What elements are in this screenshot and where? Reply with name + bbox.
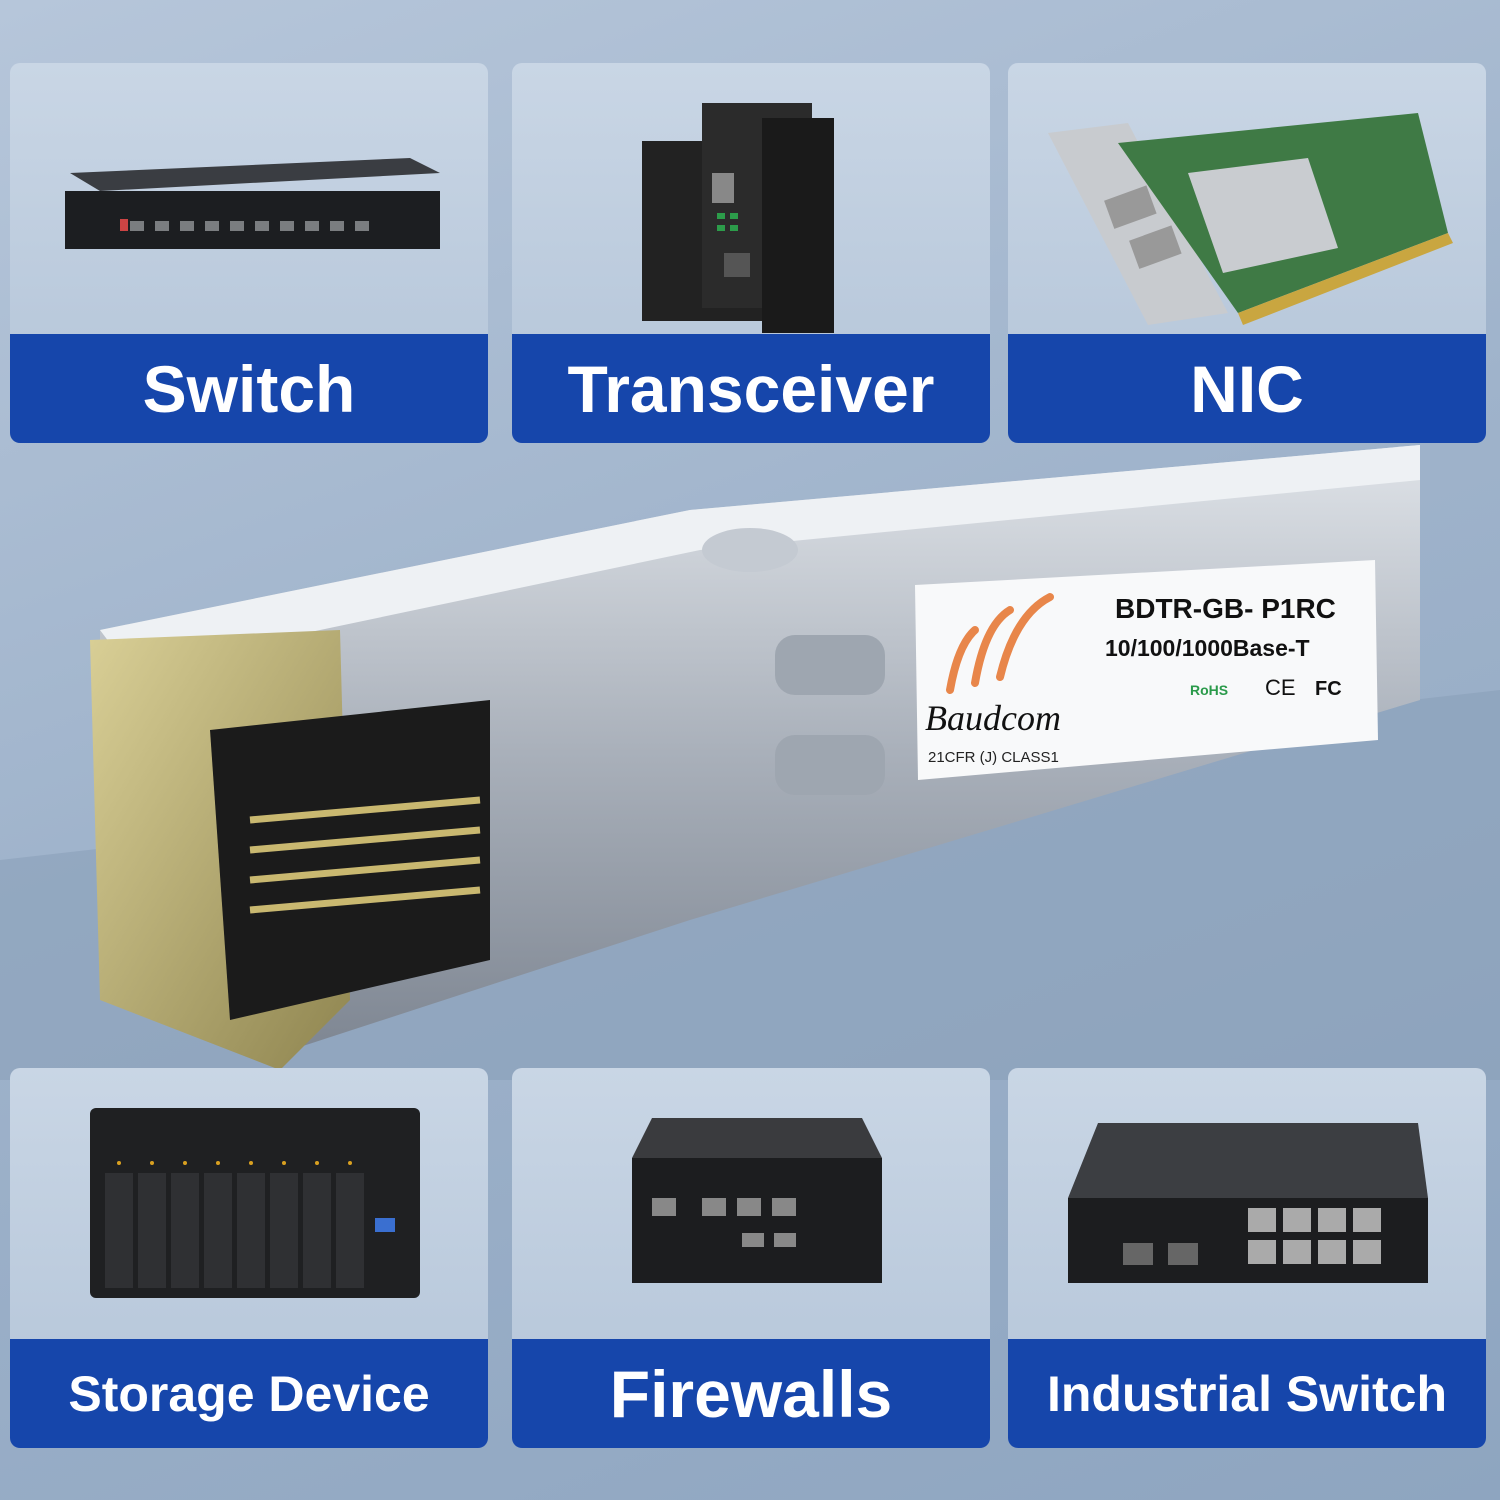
media-converter-icon — [642, 103, 834, 333]
rohs-mark: RoHS — [1190, 682, 1228, 698]
model-text: BDTR-GB- P1RC — [1115, 593, 1336, 624]
sfp-module-image: Baudcom BDTR-GB- P1RC 10/100/1000Base-T … — [0, 445, 1500, 1080]
fcc-mark: FC — [1315, 678, 1342, 700]
ce-mark: CE — [1265, 675, 1296, 700]
category-label: Industrial Switch — [1008, 1339, 1486, 1448]
category-card-transceiver: Transceiver — [512, 63, 990, 443]
speed-text: 10/100/1000Base-T — [1105, 635, 1310, 661]
laser-class-text: 21CFR (J) CLASS1 — [928, 749, 1059, 766]
category-card-storage-device: Storage Device — [10, 1068, 488, 1448]
category-card-switch: Switch — [10, 63, 488, 443]
category-label: Storage Device — [10, 1339, 488, 1448]
category-label: NIC — [1008, 334, 1486, 443]
brand-text: Baudcom — [925, 698, 1061, 738]
firewall-appliance-icon — [632, 1118, 882, 1283]
category-card-industrial-switch: Industrial Switch — [1008, 1068, 1486, 1448]
category-label: Firewalls — [512, 1339, 990, 1448]
network-card-icon — [1048, 113, 1453, 325]
baudcom-logo-icon — [946, 593, 1054, 694]
category-card-nic: NIC — [1008, 63, 1486, 443]
category-label: Switch — [10, 334, 488, 443]
rack-switch-icon — [65, 158, 440, 249]
industrial-switch-icon — [1068, 1123, 1428, 1283]
nas-icon — [90, 1108, 420, 1298]
category-card-firewalls: Firewalls — [512, 1068, 990, 1448]
category-label: Transceiver — [512, 334, 990, 443]
